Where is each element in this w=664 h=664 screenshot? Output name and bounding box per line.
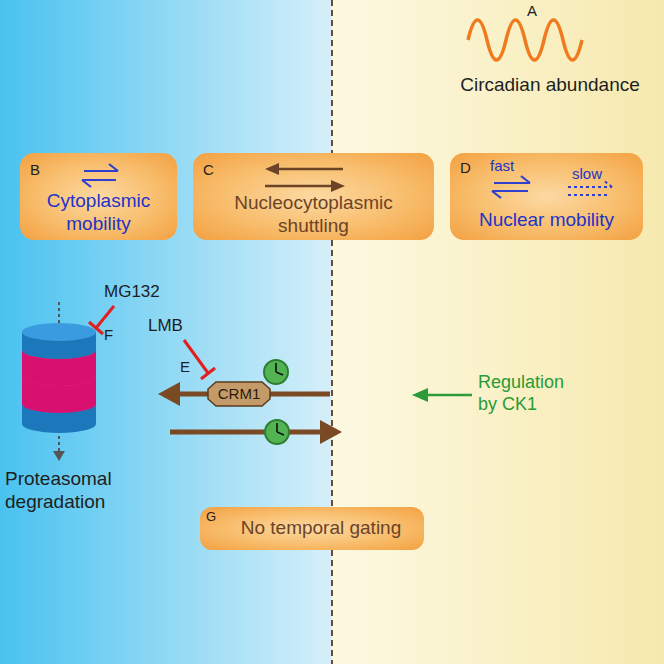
box-title: Nuclear mobility <box>456 209 637 232</box>
panel-letter: F <box>104 326 120 344</box>
panel-letter: E <box>180 358 196 376</box>
panel-letter: C <box>203 161 223 179</box>
cytoplasm-ground <box>0 0 332 664</box>
drug-label: LMB <box>148 316 198 336</box>
clock-icon <box>265 420 289 444</box>
box-title: Cytoplasmic mobility <box>28 190 169 236</box>
proteasome <box>22 302 96 461</box>
process-label: Proteasomal degradation <box>5 468 135 514</box>
speed-label: slow <box>572 165 616 183</box>
import-arrow <box>170 420 342 444</box>
box-title: No temporal gating <box>222 517 420 540</box>
nucleus-ground <box>332 0 664 664</box>
regulation-label: Regulation by CK1 <box>478 372 578 415</box>
gating-box: GNo temporal gating <box>200 507 424 550</box>
drug-label: MG132 <box>104 282 174 302</box>
ck1-arrow <box>412 388 472 402</box>
box-title: Nucleocytoplasmic shuttling <box>203 192 424 238</box>
protein-label: CRM1 <box>209 385 269 403</box>
panel-letter: D <box>460 159 480 177</box>
speed-label: fast <box>490 157 534 175</box>
panel-letter: B <box>30 161 50 179</box>
mobility-box: Dfast slowNuclear mobility <box>450 153 643 240</box>
shuttling-box: C Nucleocytoplasmic shuttling <box>193 153 434 240</box>
panel-letter: G <box>206 509 222 525</box>
export-arrow <box>158 382 330 406</box>
panel-caption: Circadian abundance <box>440 74 660 97</box>
nuclear-envelope <box>331 0 333 664</box>
panel-letter: A <box>522 2 542 20</box>
clock-icon <box>264 360 288 384</box>
mobility-box: B Cytoplasmic mobility <box>20 153 177 240</box>
sine-wave <box>468 20 582 60</box>
crm1-octagon: CRM1 <box>207 381 271 407</box>
